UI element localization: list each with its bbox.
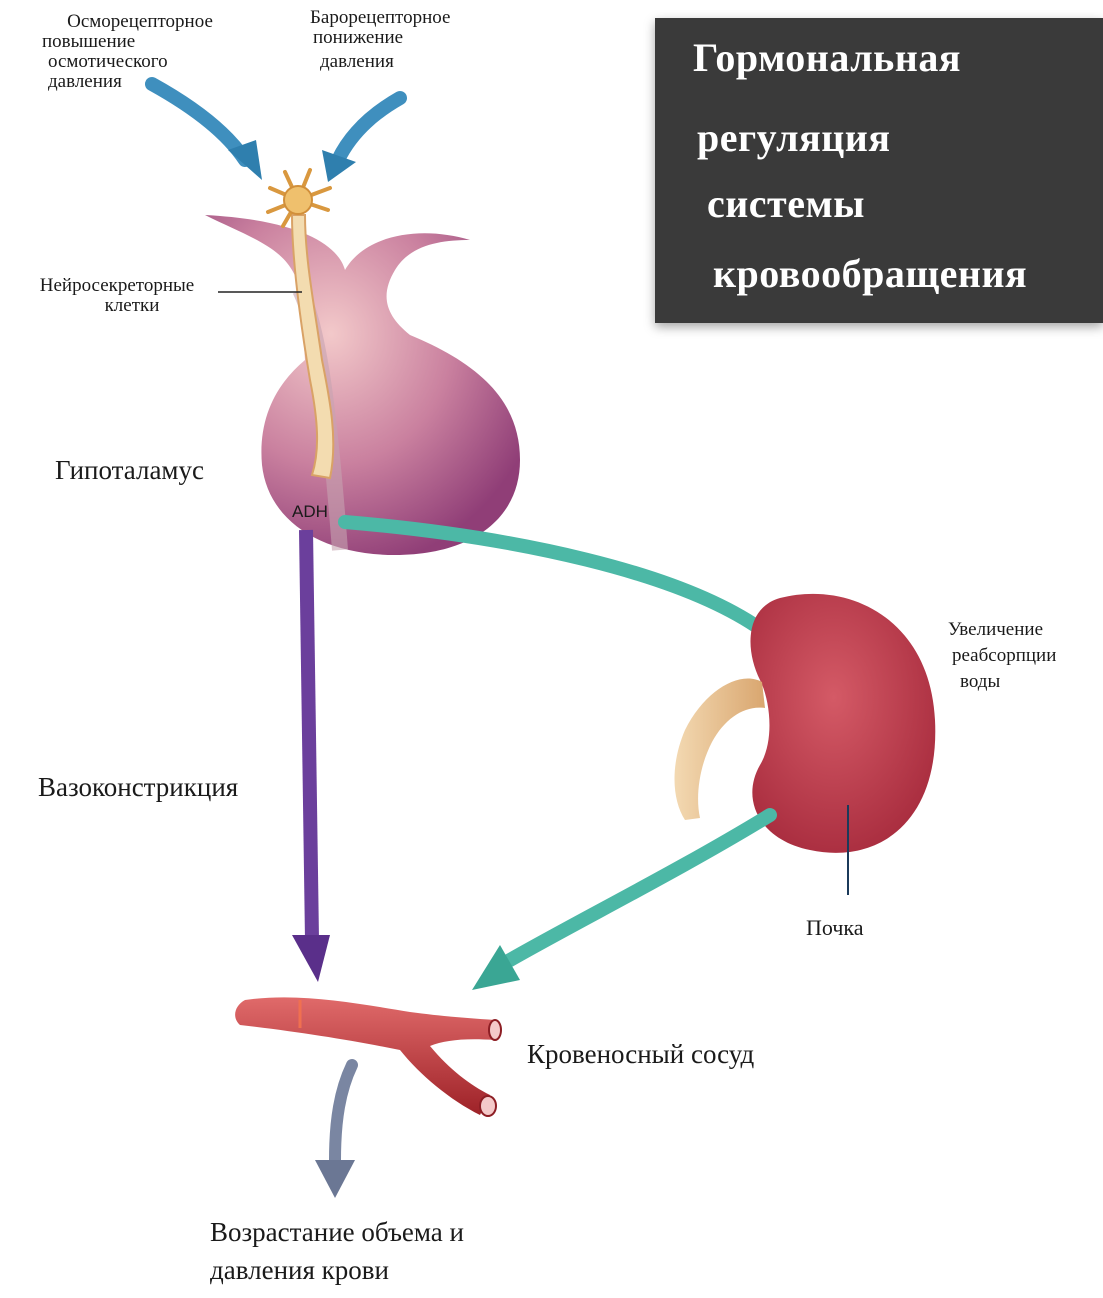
- title-box: Гормональная регуляция системы кровообра…: [655, 18, 1103, 323]
- baro-line-3: давления: [310, 52, 450, 72]
- osmo-line-4: давления: [40, 72, 240, 92]
- kidney-label: Почка: [806, 916, 864, 939]
- osmo-arrow: [152, 84, 262, 180]
- result-arrow: [315, 1065, 355, 1198]
- vasoconstriction-label: Вазоконстрикция: [38, 773, 238, 801]
- reabsorption-line-3: воды: [948, 672, 1056, 692]
- reabsorption-label: Увеличение реабсорпции воды: [948, 620, 1056, 692]
- hypothalamus-shape: [205, 215, 520, 555]
- kidney-to-vessel-arrow: [472, 815, 770, 990]
- title-line-4: кровообращения: [713, 250, 1027, 297]
- baro-arrow: [322, 98, 400, 182]
- neuro-line-1: Нейросекреторные: [12, 276, 222, 296]
- title-line-2: регуляция: [697, 114, 890, 161]
- result-line-2: давления крови: [210, 1256, 464, 1284]
- adh-label: ADH: [292, 503, 328, 521]
- osmo-label: Осморецепторное повышение осмотического …: [40, 12, 240, 92]
- baro-label: Барорецепторное понижение давления: [310, 8, 450, 72]
- baro-line-1: Барорецепторное: [310, 8, 450, 28]
- osmo-line-1: Осморецепторное: [40, 12, 240, 32]
- blood-vessel-shape: [235, 997, 501, 1116]
- osmo-line-2: повышение: [40, 32, 240, 52]
- reabsorption-line-2: реабсорпции: [948, 646, 1056, 666]
- neuro-line-2: клетки: [12, 296, 222, 316]
- baro-line-2: понижение: [310, 28, 450, 48]
- vasoconstriction-arrow: [292, 530, 330, 982]
- reabsorption-line-1: Увеличение: [948, 620, 1056, 640]
- result-line-1: Возрастание объема и: [210, 1218, 464, 1246]
- hypothalamus-label: Гипоталамус: [55, 456, 204, 484]
- osmo-line-3: осмотического: [40, 52, 240, 72]
- vessel-label: Кровеносный сосуд: [527, 1040, 754, 1068]
- result-label: Возрастание объема и давления крови: [210, 1218, 464, 1285]
- title-line-3: системы: [707, 180, 865, 227]
- neuro-label: Нейросекреторные клетки: [12, 276, 222, 316]
- title-line-1: Гормональная: [693, 34, 961, 81]
